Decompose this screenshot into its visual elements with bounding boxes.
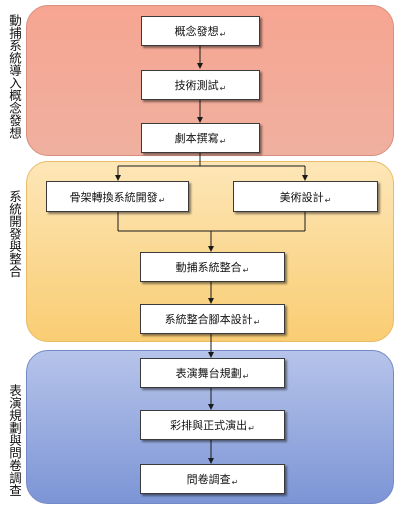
step-script: 劇本撰寫 bbox=[141, 123, 260, 153]
step-stage-plan: 表演舞台規劃 bbox=[140, 358, 285, 388]
step-concept: 概念發想 bbox=[141, 16, 260, 46]
step-mocap-integration: 動捕系統整合 bbox=[140, 252, 285, 282]
step-survey: 問卷調查 bbox=[140, 464, 285, 494]
step-art-design: 美術設計 bbox=[233, 181, 378, 212]
stage-label-development: 系統開發與整合 bbox=[7, 190, 22, 278]
step-tech-test: 技術測試 bbox=[141, 70, 260, 100]
step-system-script: 系統整合腳本設計 bbox=[140, 304, 285, 334]
step-rehearsal: 彩排與正式演出 bbox=[140, 410, 285, 440]
stage-label-concept: 動捕系統導入概念發想 bbox=[7, 14, 22, 139]
step-skeleton-conversion: 骨架轉換系統開發 bbox=[46, 181, 189, 212]
stage-label-performance: 表演規劃與問卷調查 bbox=[7, 384, 22, 497]
